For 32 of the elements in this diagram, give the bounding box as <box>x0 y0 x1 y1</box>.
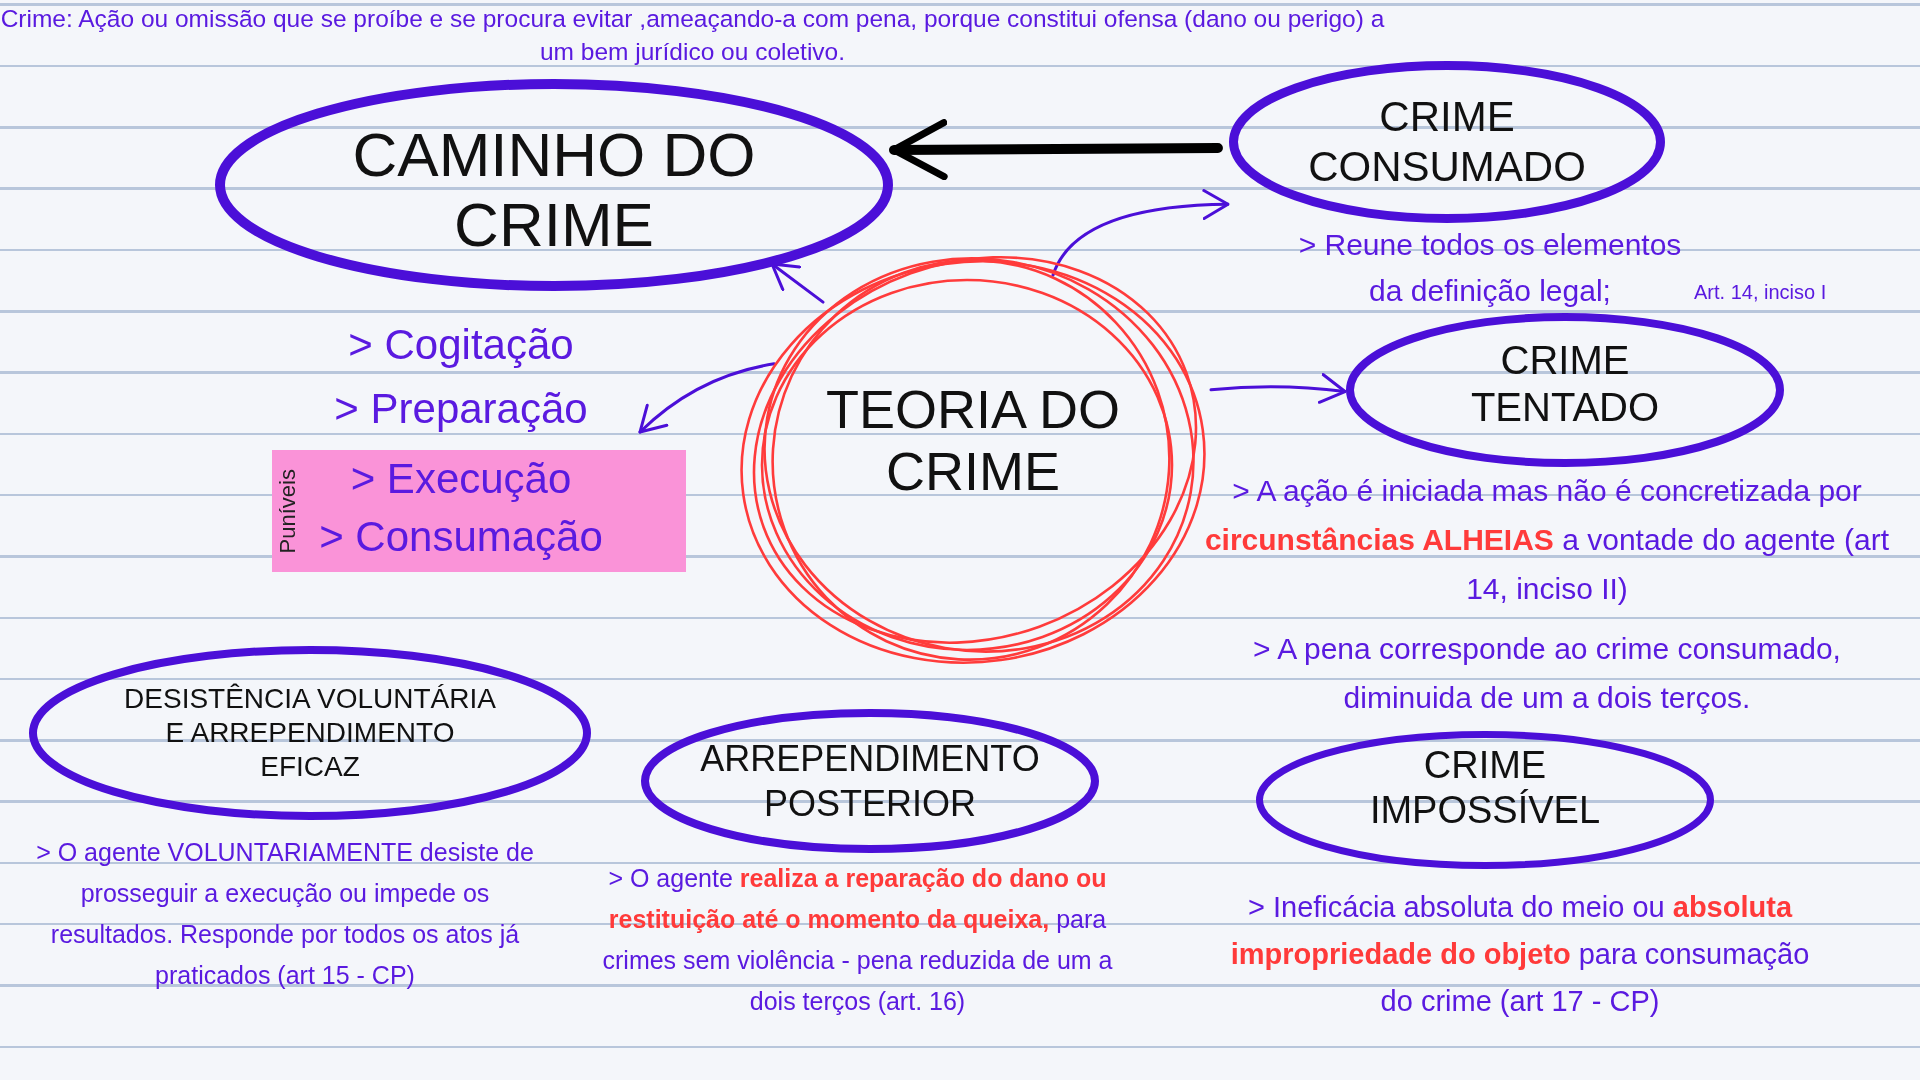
thick-arrow <box>889 119 1223 181</box>
arrow <box>770 262 825 304</box>
arrow <box>1051 189 1230 277</box>
circled-heading <box>1255 730 1715 870</box>
list-item-text: > Consumação <box>319 512 603 562</box>
arrow <box>1209 373 1347 405</box>
highlight-band <box>272 450 686 572</box>
heading-text: CAMINHO DO CRIME <box>351 120 757 260</box>
note-text: > O agente VOLUNTARIAMENTE desiste de prosseguir a execução ou impede os resultados. Responde por todos os atos já praticados (art 15 - CP) <box>35 837 535 991</box>
heading-text: CRIME TENTADO <box>1469 337 1661 431</box>
circled-heading <box>28 645 592 821</box>
note-text: > Ineficácia absoluta do meio ou absoluta impropriedade do objeto para consumação do crime (art 17 - CP) <box>1229 890 1811 1019</box>
vertical-label: Puníveis <box>276 468 300 554</box>
list-item-text: > Execução <box>350 454 572 504</box>
list-item-text: > Preparação <box>334 384 588 434</box>
circled-heading <box>214 78 894 292</box>
heading-text: ARREPENDIMENTO POSTERIOR <box>699 737 1041 826</box>
heading-text: DESISTÊNCIA VOLUNTÁRIA E ARREPENDIMENTO EFICAZ <box>123 682 497 784</box>
circled-heading <box>1345 312 1785 468</box>
list-item-text: > Cogitação <box>348 320 574 370</box>
arrow <box>638 362 776 434</box>
circled-heading <box>1228 60 1666 224</box>
note-text: > Reune todos os elementos da definição legal; <box>1297 227 1683 309</box>
circled-heading <box>640 708 1100 854</box>
note-text: > A ação é iniciada mas não é concretizada por circunstâncias ALHEIAS a vontade do agente (art 14, inciso II) <box>1203 473 1891 607</box>
note-text: Art. 14, inciso I <box>1694 280 1827 305</box>
heading-text: CRIME IMPOSSÍVEL <box>1368 743 1602 833</box>
definition-text: Crime: Ação ou omissão que se proíbe e se procura evitar ,ameaçando-a com pena, porque constitui ofensa (dano ou perigo) a um bem jurídico ou coletivo. <box>0 4 1385 67</box>
heading-text: CRIME CONSUMADO <box>1307 92 1587 192</box>
note-text: > A pena corresponde ao crime consumado, diminuida de um a dois terços. <box>1252 631 1842 716</box>
note-text: > O agente realiza a reparação do dano ou restituição até o momento da queixa, para crimes sem violência - pena reduzida de um a dois terços (art. 16) <box>601 863 1114 1017</box>
heading-text: TEORIA DO CRIME <box>824 378 1121 502</box>
